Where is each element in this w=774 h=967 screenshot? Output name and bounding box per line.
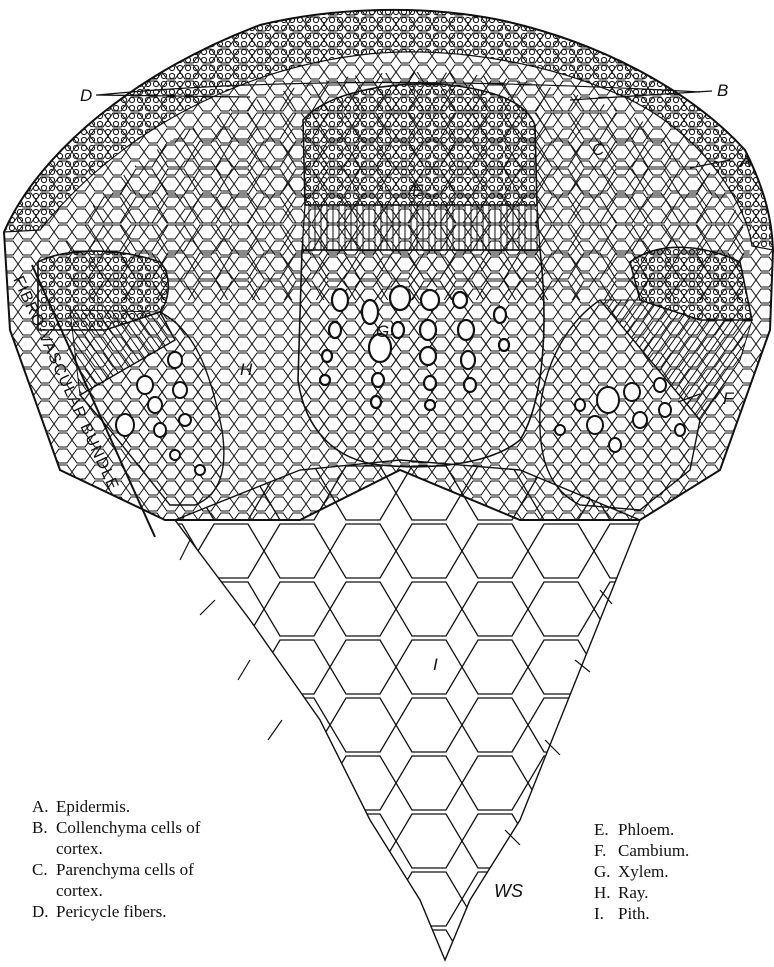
label-i: I <box>433 655 438 674</box>
legend-text: Pericycle fibers. <box>56 901 166 922</box>
label-b: B <box>717 81 728 100</box>
legend-left: A. Epidermis. B. Collenchyma cells of co… <box>32 796 282 922</box>
legend-key: D. <box>32 901 56 922</box>
legend-key: F. <box>594 840 618 861</box>
legend-text: Epidermis. <box>56 796 130 817</box>
legend-text: Collenchyma cells of <box>56 817 200 838</box>
legend-right: E. Phloem. F. Cambium. G. Xylem. H. Ray.… <box>594 819 764 924</box>
label-e: E <box>412 181 424 200</box>
legend-text: Parenchyma cells of <box>56 859 194 880</box>
legend-item: A. Epidermis. <box>32 796 282 817</box>
legend-text: Pith. <box>618 903 650 924</box>
legend-item: F. Cambium. <box>594 840 764 861</box>
central-phloem-cambium <box>302 205 540 250</box>
legend-key: G. <box>594 861 618 882</box>
legend-key: H. <box>594 882 618 903</box>
legend-text: Ray. <box>618 882 649 903</box>
legend-item: B. Collenchyma cells of <box>32 817 282 838</box>
label-h: H <box>240 360 253 379</box>
artist-initials: WS <box>494 881 523 902</box>
legend-text: Xylem. <box>618 861 669 882</box>
label-a: A <box>739 152 751 171</box>
central-bundle <box>298 84 544 467</box>
legend-text: Phloem. <box>618 819 674 840</box>
legend-key: C. <box>32 859 56 880</box>
legend-key: B. <box>32 817 56 838</box>
legend-item: D. Pericycle fibers. <box>32 901 282 922</box>
legend-text: cortex. <box>56 838 103 859</box>
legend-item: E. Phloem. <box>594 819 764 840</box>
legend-key: A. <box>32 796 56 817</box>
legend-text: cortex. <box>56 880 103 901</box>
label-f: F <box>723 389 735 408</box>
label-c: C <box>592 140 605 159</box>
legend-key: E. <box>594 819 618 840</box>
label-d: D <box>80 86 92 105</box>
label-g: G <box>376 322 389 341</box>
legend-item: C. Parenchyma cells of <box>32 859 282 880</box>
legend-item: cortex. <box>32 838 282 859</box>
legend-item: cortex. <box>32 880 282 901</box>
legend-item: H. Ray. <box>594 882 764 903</box>
legend-text: Cambium. <box>618 840 689 861</box>
legend-key: I. <box>594 903 618 924</box>
legend-item: G. Xylem. <box>594 861 764 882</box>
legend-item: I. Pith. <box>594 903 764 924</box>
